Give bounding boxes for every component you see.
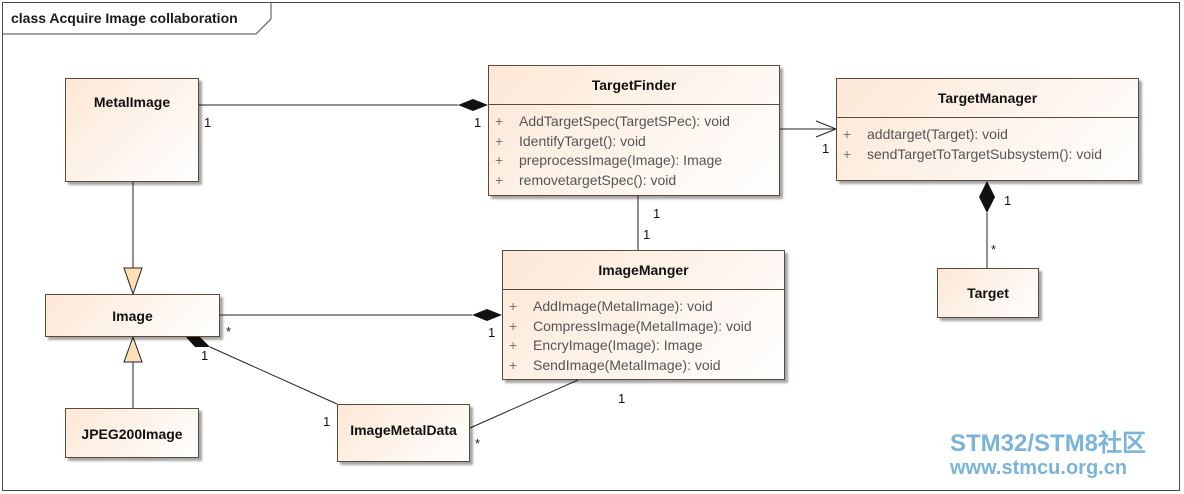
class-name: TargetFinder (591, 77, 677, 93)
multiplicity-label: * (226, 324, 232, 339)
assoc-imagemetaldata-imagemanger (469, 379, 579, 429)
class-header: TargetFinder (489, 66, 779, 105)
multiplicity-label: 1 (323, 414, 331, 429)
operation: +AddImage(MetalImage): void (509, 298, 713, 314)
operation: +preprocessImage(Image): Image (495, 152, 723, 168)
class-name: Image (112, 308, 153, 324)
multiplicity-label: 1 (618, 391, 626, 406)
operation: +removetargetSpec(): void (495, 171, 677, 188)
multiplicity-label: 1 (204, 115, 212, 130)
multiplicity-label: * (475, 436, 481, 451)
operations-list: +AddTargetSpec(TargetSPec): void +Identi… (489, 105, 779, 190)
generalization-arrow-metalimage (123, 267, 143, 296)
class-imagemanger[interactable]: ImageManger +AddImage(MetalImage): void … (502, 250, 785, 380)
multiplicity-label: 1 (488, 325, 496, 340)
watermark-line1: STM32/STM8社区 (950, 430, 1147, 457)
operation: +SendImage(MetalImage): void (509, 356, 721, 373)
operation: +CompressImage(MetalImage): void (509, 317, 752, 334)
class-jpeg200image[interactable]: JPEG200Image (65, 408, 199, 458)
diagram-title: class Acquire Image collaboration (11, 10, 238, 26)
operations-list: +addtarget(Target): void +sendTargetToTa… (837, 118, 1138, 164)
class-name: JPEG200Image (81, 426, 183, 442)
class-name: Target (967, 285, 1009, 301)
watermark: STM32/STM8社区 www.stmcu.org.cn (950, 432, 1146, 480)
assoc-imagemetaldata-image (209, 346, 338, 405)
operations-list: +AddImage(MetalImage): void +CompressIma… (503, 290, 784, 375)
multiplicity-label: 1 (1004, 193, 1012, 208)
class-targetfinder[interactable]: TargetFinder +AddTargetSpec(TargetSPec):… (488, 65, 780, 196)
composition-diamond-imagemanger (472, 309, 502, 321)
watermark-line2: www.stmcu.org.cn (950, 457, 1128, 479)
composition-diamond-targetmanager (979, 181, 995, 213)
class-name: MetalImage (93, 94, 171, 110)
operation: +EncryImage(Image): Image (509, 337, 703, 353)
operation: +IdentifyTarget(): void (495, 132, 646, 149)
operation: +sendTargetToTargetSubsystem(): void (843, 145, 1102, 162)
class-name: TargetManager (937, 90, 1038, 106)
class-header: ImageManger (503, 251, 784, 290)
class-name: ImageManger (598, 262, 689, 278)
composition-diamond-image (185, 336, 210, 347)
multiplicity-label: 1 (822, 141, 830, 156)
class-image[interactable]: Image (45, 294, 220, 337)
class-imagemetaldata[interactable]: ImageMetalData (337, 404, 470, 462)
multiplicity-label: 1 (653, 206, 661, 221)
multiplicity-label: 1 (474, 115, 482, 130)
composition-diamond-targetfinder (458, 99, 488, 111)
class-target[interactable]: Target (937, 268, 1039, 318)
class-targetmanager[interactable]: TargetManager +addtarget(Target): void +… (836, 78, 1139, 181)
class-header: TargetManager (837, 79, 1138, 118)
multiplicity-label: 1 (643, 227, 651, 242)
frame-tab (3, 3, 272, 35)
class-metalimage[interactable]: MetalImage (65, 78, 199, 182)
multiplicity-label: 1 (201, 348, 209, 363)
class-name: ImageMetalData (350, 422, 457, 438)
generalization-arrow-jpeg (123, 335, 143, 363)
operation: +AddTargetSpec(TargetSPec): void (495, 113, 730, 129)
multiplicity-label: * (991, 242, 997, 257)
operation: +addtarget(Target): void (843, 126, 1008, 142)
